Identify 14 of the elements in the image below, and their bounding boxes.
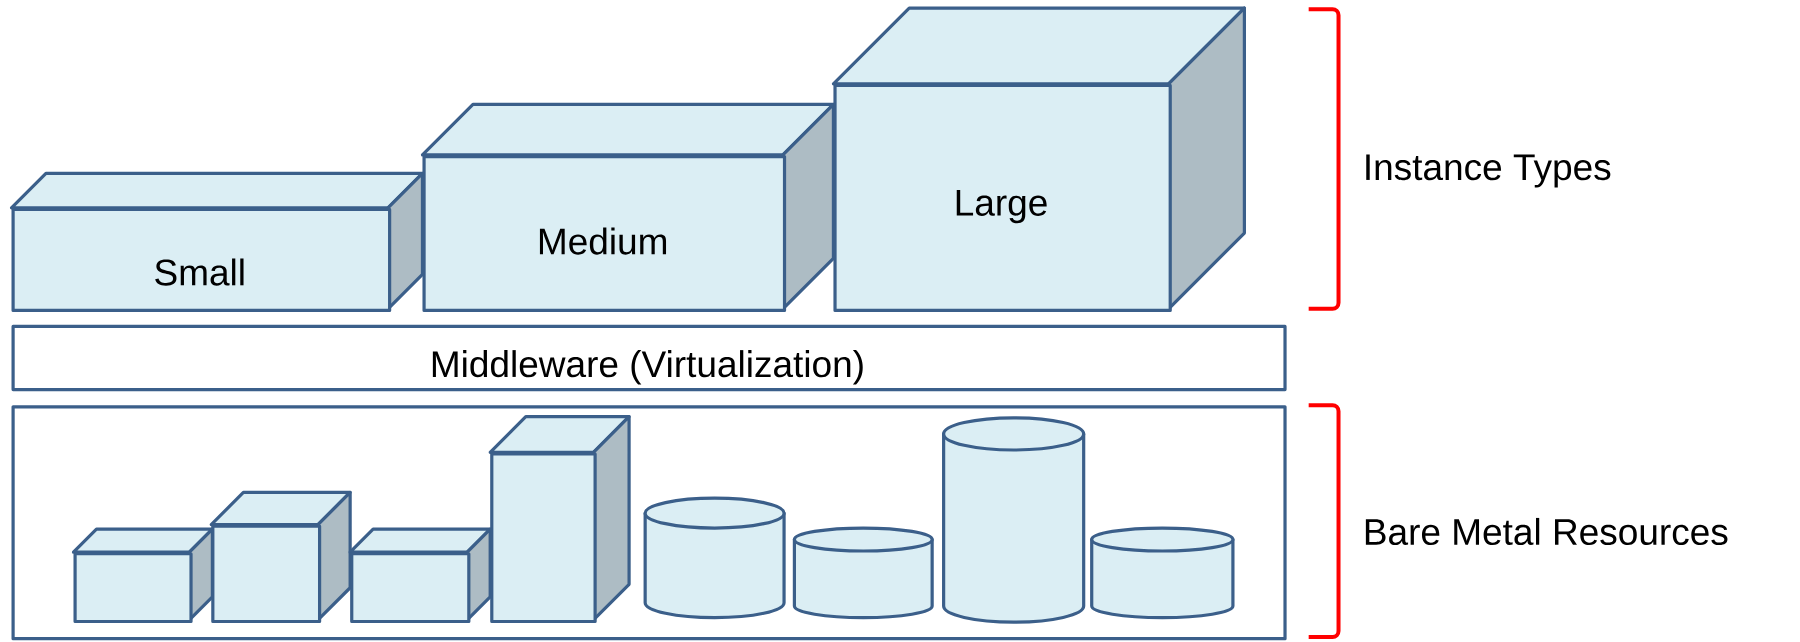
cube-drawing (71, 527, 214, 624)
cylinder-drawing (643, 496, 786, 620)
band-box: Middleware (Virtualization) (11, 324, 1287, 392)
cube-box: Small (9, 171, 425, 312)
cube-box: Medium (420, 102, 836, 312)
cylinder-drawing (1090, 526, 1235, 620)
cylinder-drawing (942, 416, 1086, 624)
cube-drawing (348, 527, 492, 624)
cube-box: Large (831, 6, 1246, 312)
cylinder-drawing (792, 526, 934, 620)
side-label: Bare Metal Resources (1365, 517, 1728, 546)
side-label: Instance Types (1366, 154, 1611, 188)
cube-drawing (488, 415, 631, 624)
cube-drawing (209, 490, 352, 624)
